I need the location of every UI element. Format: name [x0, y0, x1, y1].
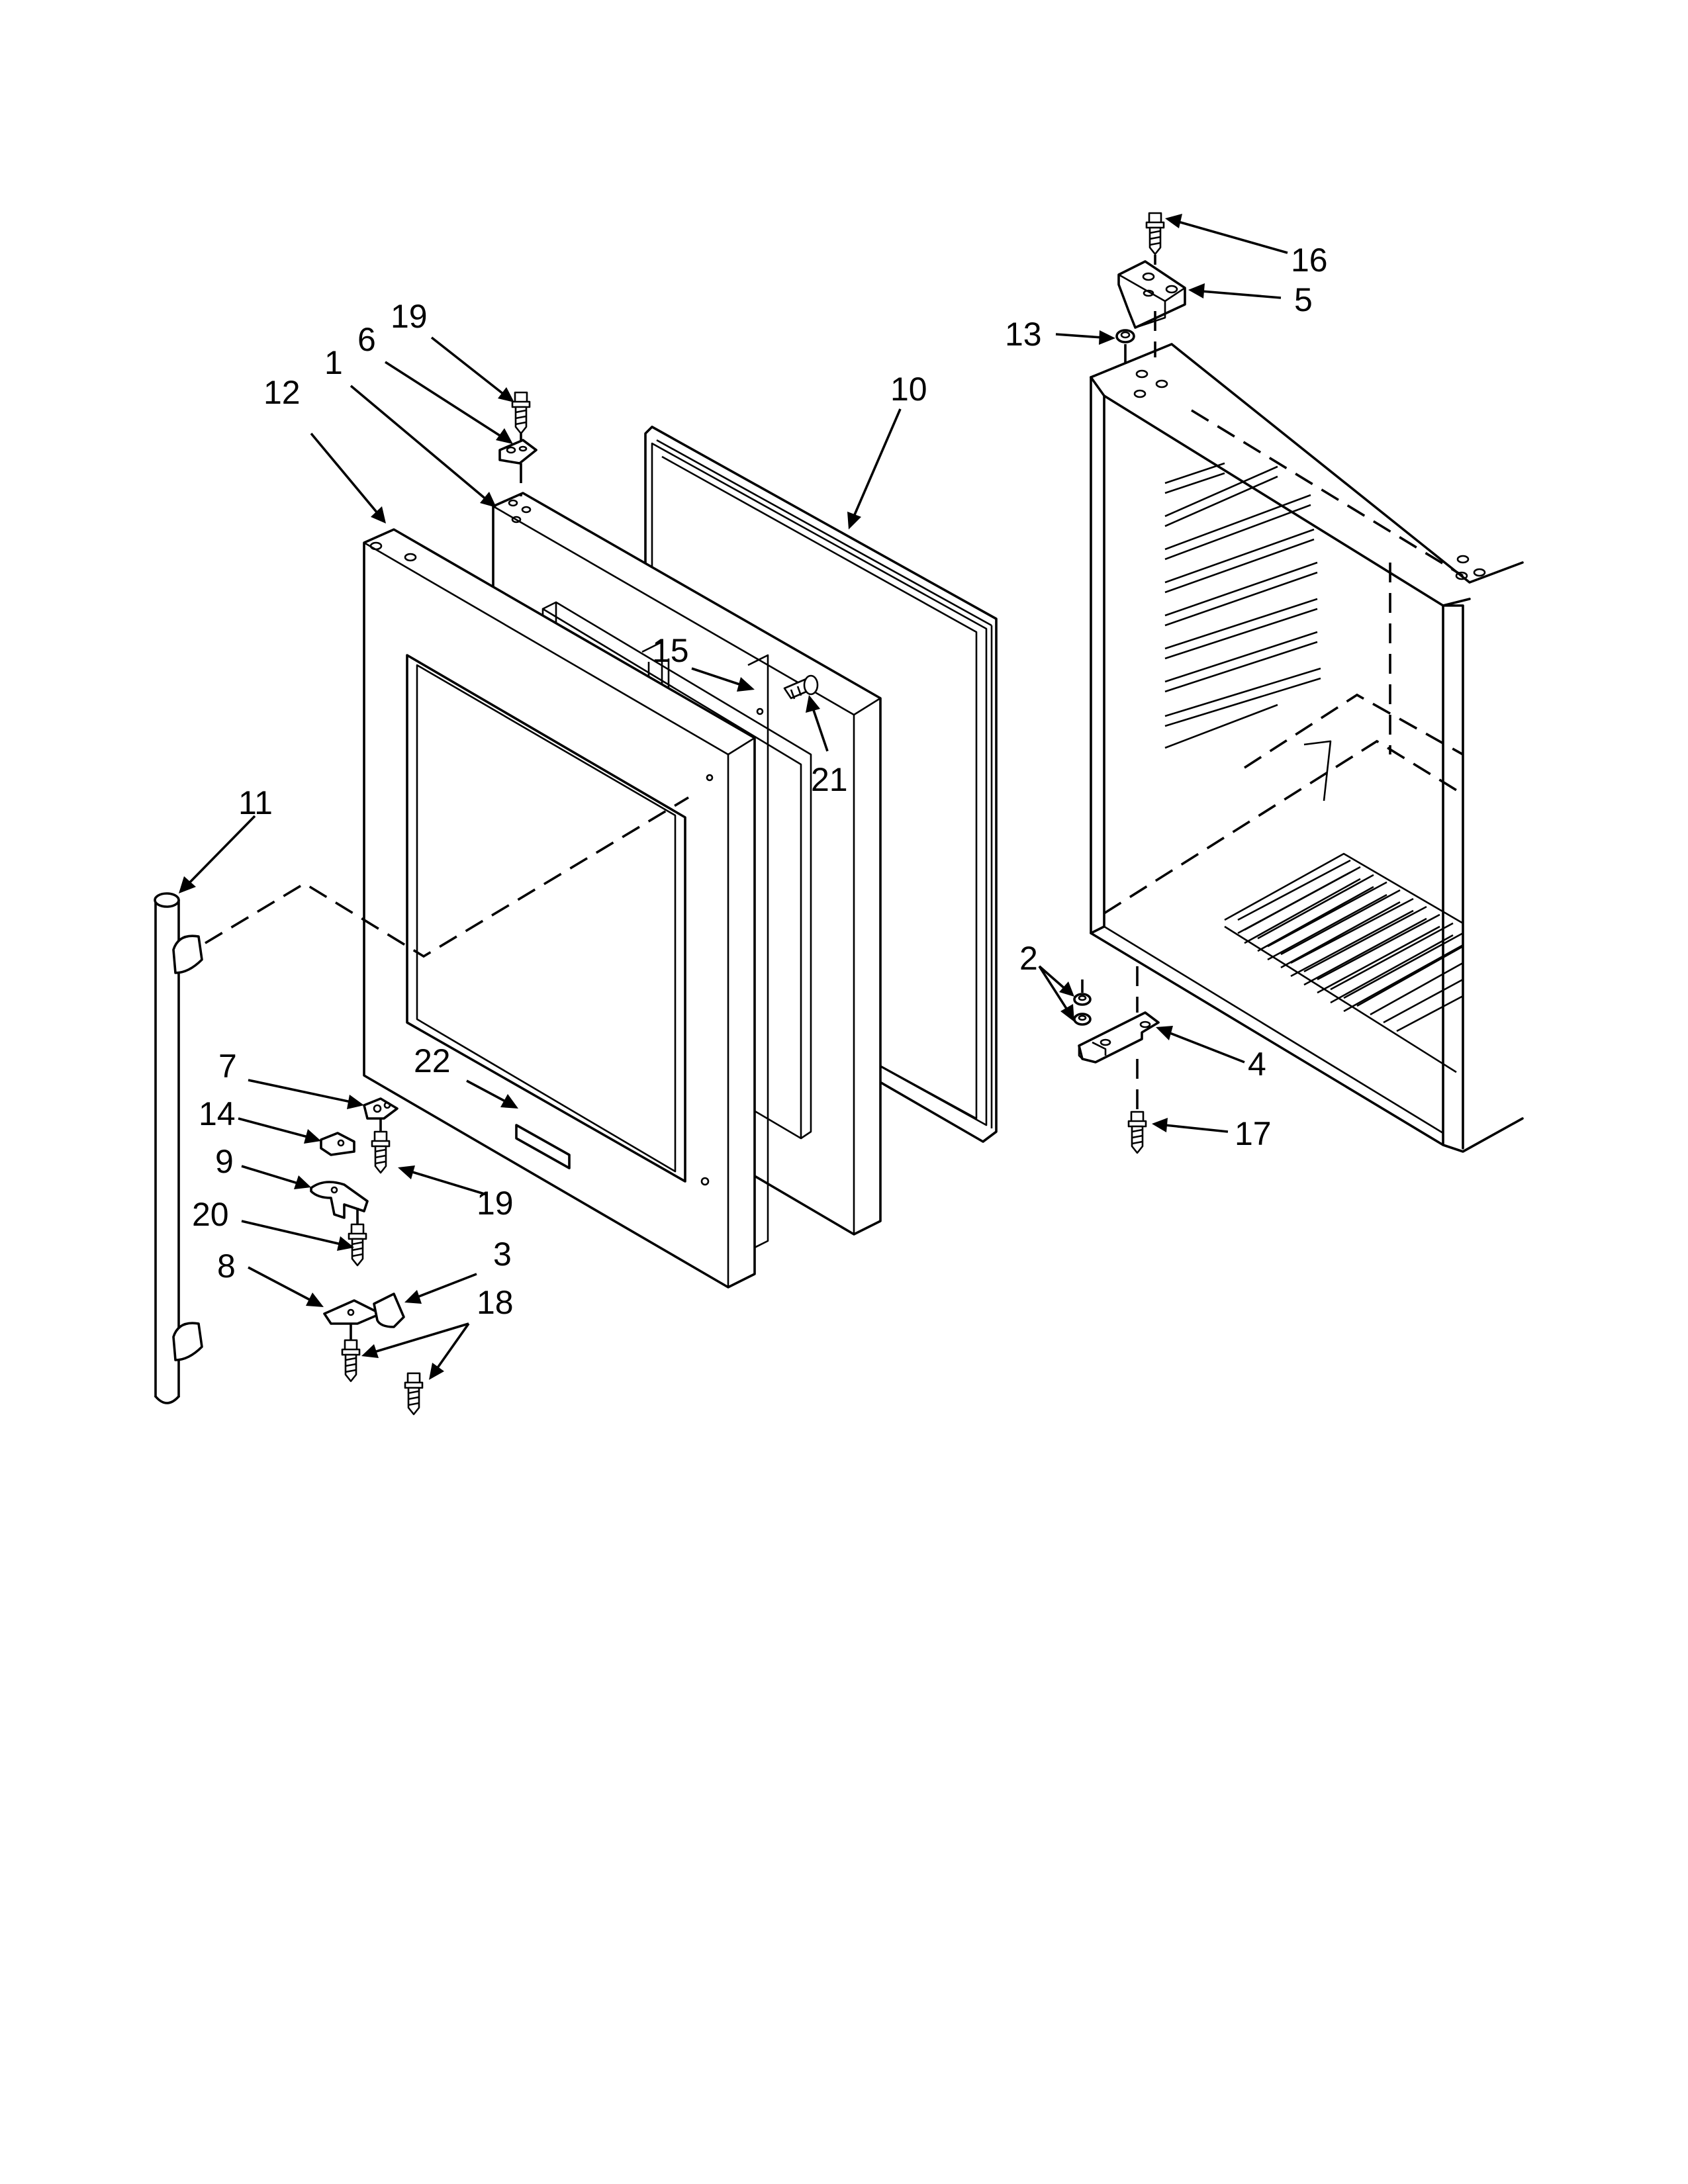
handle-mount-dashline — [205, 796, 689, 958]
top-hinge — [1117, 260, 1186, 329]
callout-6: 6 — [357, 321, 376, 358]
washer — [1115, 329, 1135, 343]
callout-10: 10 — [890, 371, 927, 408]
callout-12: 12 — [263, 374, 301, 411]
callout-20: 20 — [192, 1196, 229, 1233]
callout-2: 2 — [1019, 940, 1038, 977]
callout-17: 17 — [1235, 1115, 1272, 1152]
screw-18a — [341, 1339, 361, 1383]
door-outer-frame — [363, 528, 756, 1289]
cam-bracket — [310, 1181, 369, 1219]
lower-hinge-bracket — [363, 1097, 399, 1120]
callout-22: 22 — [414, 1042, 451, 1079]
callout-15: 15 — [652, 632, 689, 669]
callout-13: 13 — [1005, 316, 1042, 353]
callout-7: 7 — [218, 1048, 237, 1085]
bottom-hinge — [1078, 1011, 1160, 1064]
cabinet-shell — [1090, 343, 1524, 1153]
callout-5: 5 — [1294, 281, 1313, 318]
callouts: 19 6 1 12 10 15 21 11 16 5 13 2 4 17 7 1… — [192, 242, 1328, 1321]
hinge-screw-lower — [1127, 1111, 1147, 1154]
bottom-bracket — [323, 1299, 382, 1325]
hinge-washers — [1073, 993, 1092, 1026]
door-top-bracket — [498, 439, 538, 465]
hinge-screw — [1145, 212, 1165, 255]
door-stop — [320, 1132, 355, 1156]
door-top-screw — [511, 391, 531, 435]
callout-4: 4 — [1248, 1046, 1266, 1083]
lower-screw-19 — [371, 1130, 391, 1174]
callout-19-top: 19 — [391, 298, 428, 335]
callout-21: 21 — [811, 761, 848, 798]
callout-14: 14 — [199, 1095, 236, 1132]
callout-1: 1 — [324, 344, 343, 381]
callout-3: 3 — [493, 1236, 512, 1273]
callout-19-lower: 19 — [477, 1185, 514, 1222]
screw-18b — [404, 1372, 424, 1416]
screw-20 — [348, 1223, 367, 1267]
callout-16: 16 — [1291, 242, 1328, 279]
bracket-clip — [373, 1293, 405, 1328]
door-screw-21 — [783, 674, 819, 700]
callout-11: 11 — [238, 784, 273, 821]
callout-18: 18 — [477, 1284, 514, 1321]
door-handle — [154, 892, 203, 1404]
callout-9: 9 — [215, 1143, 234, 1180]
callout-8: 8 — [217, 1248, 236, 1285]
leader-lines — [179, 214, 1288, 1380]
